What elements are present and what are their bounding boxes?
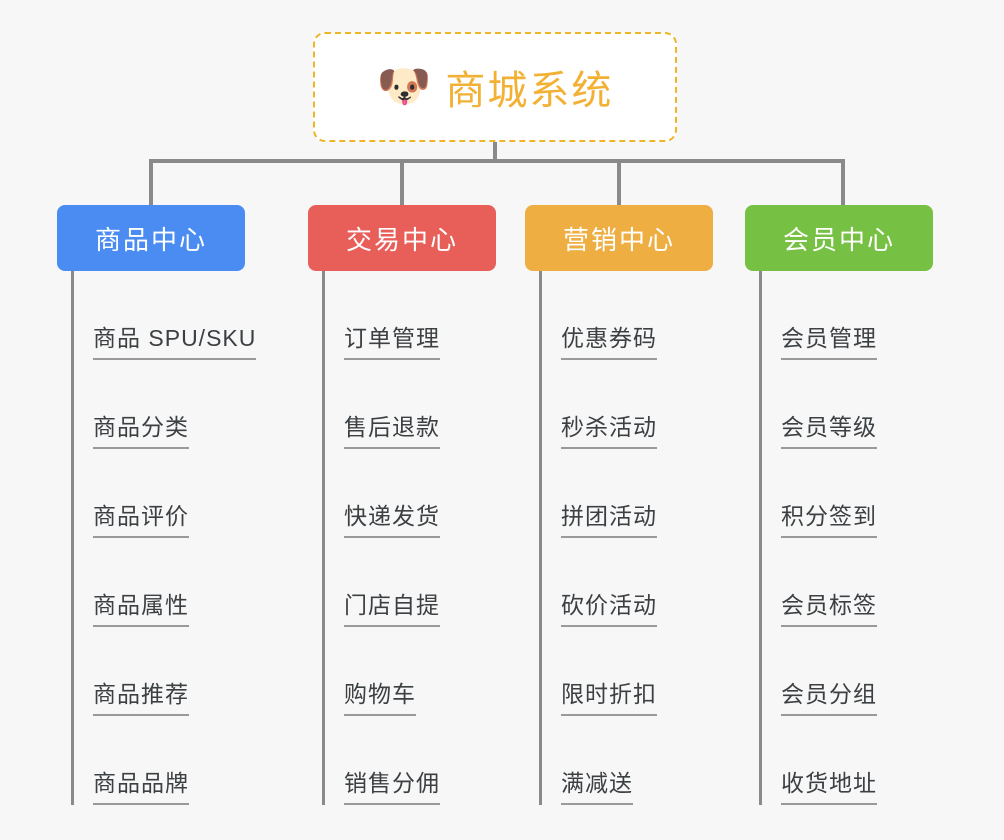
list-item[interactable]: 限时折扣	[542, 627, 713, 716]
list-item[interactable]: 砍价活动	[542, 538, 713, 627]
list-item[interactable]: 商品 SPU/SKU	[74, 271, 257, 360]
leaf-label: 商品属性	[93, 586, 189, 627]
list-item[interactable]: 商品分类	[74, 360, 245, 449]
list-item[interactable]: 积分签到	[762, 449, 933, 538]
leaf-label: 秒杀活动	[561, 408, 657, 449]
leaf-label: 会员管理	[781, 319, 877, 360]
branch-header-marketing-center[interactable]: 营销中心	[525, 205, 713, 271]
list-item[interactable]: 拼团活动	[542, 449, 713, 538]
leaf-label: 门店自提	[344, 586, 440, 627]
leaf-label: 购物车	[344, 675, 416, 716]
list-item[interactable]: 优惠券码	[542, 271, 713, 360]
leaf-label: 商品 SPU/SKU	[93, 319, 257, 360]
leaf-label: 会员标签	[781, 586, 877, 627]
branch-header-member-center[interactable]: 会员中心	[745, 205, 933, 271]
leaf-label: 会员分组	[781, 675, 877, 716]
list-item[interactable]: 商品属性	[74, 538, 245, 627]
branch-trunk-marketing-center: 优惠券码 秒杀活动 拼团活动 砍价活动 限时折扣 满减送	[539, 271, 713, 805]
list-item[interactable]: 会员管理	[762, 271, 933, 360]
leaf-label: 商品品牌	[93, 764, 189, 805]
leaf-label: 满减送	[561, 764, 633, 805]
leaf-label: 收货地址	[781, 764, 877, 805]
branch-trunk-member-center: 会员管理 会员等级 积分签到 会员标签 会员分组 收货地址	[759, 271, 933, 805]
connector-drop-member-center	[841, 159, 845, 207]
root-node[interactable]: 🐶 商城系统	[313, 32, 677, 142]
leaf-label: 砍价活动	[561, 586, 657, 627]
shiba-dog-face-icon: 🐶	[376, 62, 432, 111]
branch-header-label: 会员中心	[782, 224, 895, 255]
connector-drop-product-center	[149, 159, 153, 207]
leaf-label: 快递发货	[344, 497, 440, 538]
leaf-label: 订单管理	[344, 319, 440, 360]
branch-marketing-center: 营销中心 优惠券码 秒杀活动 拼团活动 砍价活动 限时折扣 满减送	[525, 205, 713, 805]
list-item[interactable]: 商品品牌	[74, 716, 245, 805]
connector-drop-trade-center	[400, 159, 404, 207]
connector-root-stem	[493, 142, 497, 162]
leaf-label: 优惠券码	[561, 319, 657, 360]
list-item[interactable]: 会员分组	[762, 627, 933, 716]
list-item[interactable]: 满减送	[542, 716, 713, 805]
list-item[interactable]: 商品评价	[74, 449, 245, 538]
leaf-label: 限时折扣	[561, 675, 657, 716]
list-item[interactable]: 快递发货	[325, 449, 496, 538]
leaf-label: 售后退款	[344, 408, 440, 449]
branch-trunk-product-center: 商品 SPU/SKU 商品分类 商品评价 商品属性 商品推荐 商品品牌	[71, 271, 257, 805]
leaf-label: 销售分佣	[344, 764, 440, 805]
list-item[interactable]: 售后退款	[325, 360, 496, 449]
list-item[interactable]: 会员标签	[762, 538, 933, 627]
branch-trade-center: 交易中心 订单管理 售后退款 快递发货 门店自提 购物车 销售分佣	[308, 205, 496, 805]
list-item[interactable]: 收货地址	[762, 716, 933, 805]
leaf-label: 积分签到	[781, 497, 877, 538]
leaf-label: 商品推荐	[93, 675, 189, 716]
list-item[interactable]: 门店自提	[325, 538, 496, 627]
branch-trunk-trade-center: 订单管理 售后退款 快递发货 门店自提 购物车 销售分佣	[322, 271, 496, 805]
list-item[interactable]: 订单管理	[325, 271, 496, 360]
leaf-label: 拼团活动	[561, 497, 657, 538]
branch-header-label: 交易中心	[345, 224, 458, 255]
connector-horizontal-bus	[149, 159, 845, 163]
list-item[interactable]: 秒杀活动	[542, 360, 713, 449]
branch-product-center: 商品中心 商品 SPU/SKU 商品分类 商品评价 商品属性 商品推荐 商品品牌	[57, 205, 257, 805]
root-node-label: 商城系统	[445, 69, 614, 113]
branch-member-center: 会员中心 会员管理 会员等级 积分签到 会员标签 会员分组 收货地址	[745, 205, 933, 805]
connector-drop-marketing-center	[617, 159, 621, 207]
list-item[interactable]: 购物车	[325, 627, 496, 716]
leaf-label: 商品分类	[93, 408, 189, 449]
branch-header-trade-center[interactable]: 交易中心	[308, 205, 496, 271]
list-item[interactable]: 商品推荐	[74, 627, 245, 716]
branch-header-label: 商品中心	[94, 224, 207, 255]
leaf-label: 商品评价	[93, 497, 189, 538]
branch-header-label: 营销中心	[562, 224, 675, 255]
branch-header-product-center[interactable]: 商品中心	[57, 205, 245, 271]
list-item[interactable]: 销售分佣	[325, 716, 496, 805]
list-item[interactable]: 会员等级	[762, 360, 933, 449]
leaf-label: 会员等级	[781, 408, 877, 449]
